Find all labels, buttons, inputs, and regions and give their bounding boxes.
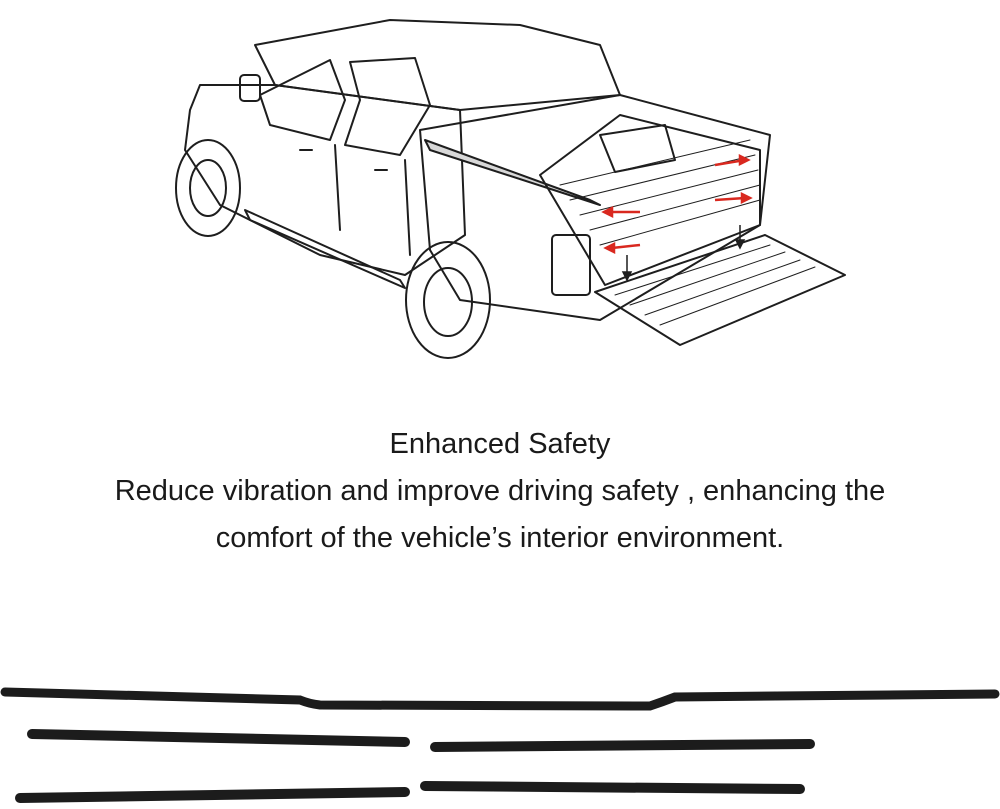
arrow-indicator: [611, 243, 641, 250]
bed-floor: [539, 114, 761, 286]
truck-roof: [254, 19, 621, 111]
door-line: [334, 144, 341, 231]
rear-window: [344, 57, 431, 156]
feature-description-line-2: comfort of the vehicle’s interior enviro…: [215, 522, 785, 554]
rear-wheel: [405, 241, 491, 359]
seal-strips-photo: [0, 687, 1000, 803]
seal-strip-short: [15, 787, 410, 803]
front-wheel: [175, 139, 241, 237]
feature-description-line-1: Reduce vibration and improve driving saf…: [114, 475, 886, 507]
feature-caption: Enhanced Safety Reduce vibration and imp…: [0, 420, 1000, 562]
seal-strip-short: [420, 781, 805, 794]
door-line-rear: [404, 159, 411, 256]
front-window: [259, 59, 346, 141]
side-mirror: [239, 74, 261, 102]
bed-wheel-well: [599, 124, 676, 173]
seal-strip-long: [0, 687, 1000, 711]
tailgate: [594, 234, 846, 346]
truck-cab-side: [184, 84, 466, 276]
seal-strip-short: [27, 729, 410, 747]
arrow-indicator: [714, 196, 746, 202]
pickup-truck-illustration: [175, 19, 846, 359]
seal-strip-short: [430, 739, 815, 752]
truck-bed-outer: [419, 94, 771, 321]
bed-rail-highlight: [424, 139, 601, 206]
feature-title: Enhanced Safety: [389, 428, 611, 460]
tail-light: [551, 234, 591, 296]
running-board: [244, 209, 406, 289]
